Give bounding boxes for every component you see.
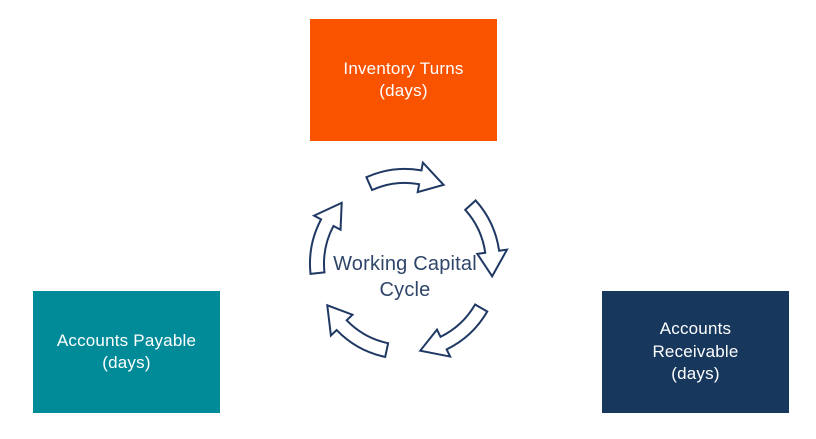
node-accounts-payable: Accounts Payable (days) <box>33 291 220 413</box>
cycle-arrows <box>309 160 509 359</box>
cycle-arrow-bottom-right <box>418 303 489 358</box>
cycle-center-label: Working Capital Cycle <box>333 253 477 301</box>
cycle-arrow-top <box>365 160 446 194</box>
node-inventory-turns-label: Inventory Turns (days) <box>343 58 464 100</box>
cycle-arrow-bottom-left <box>326 303 390 359</box>
cycle-arrow-group <box>309 160 509 359</box>
node-inventory-turns: Inventory Turns (days) <box>310 19 497 141</box>
node-accounts-payable-label: Accounts Payable (days) <box>56 330 197 372</box>
node-accounts-receivable: Accounts Receivable (days) <box>602 291 789 413</box>
cycle-arrow-right <box>463 199 509 279</box>
cycle-arrow-left <box>309 201 343 275</box>
node-accounts-receivable-label: Accounts Receivable (days) <box>652 319 739 384</box>
